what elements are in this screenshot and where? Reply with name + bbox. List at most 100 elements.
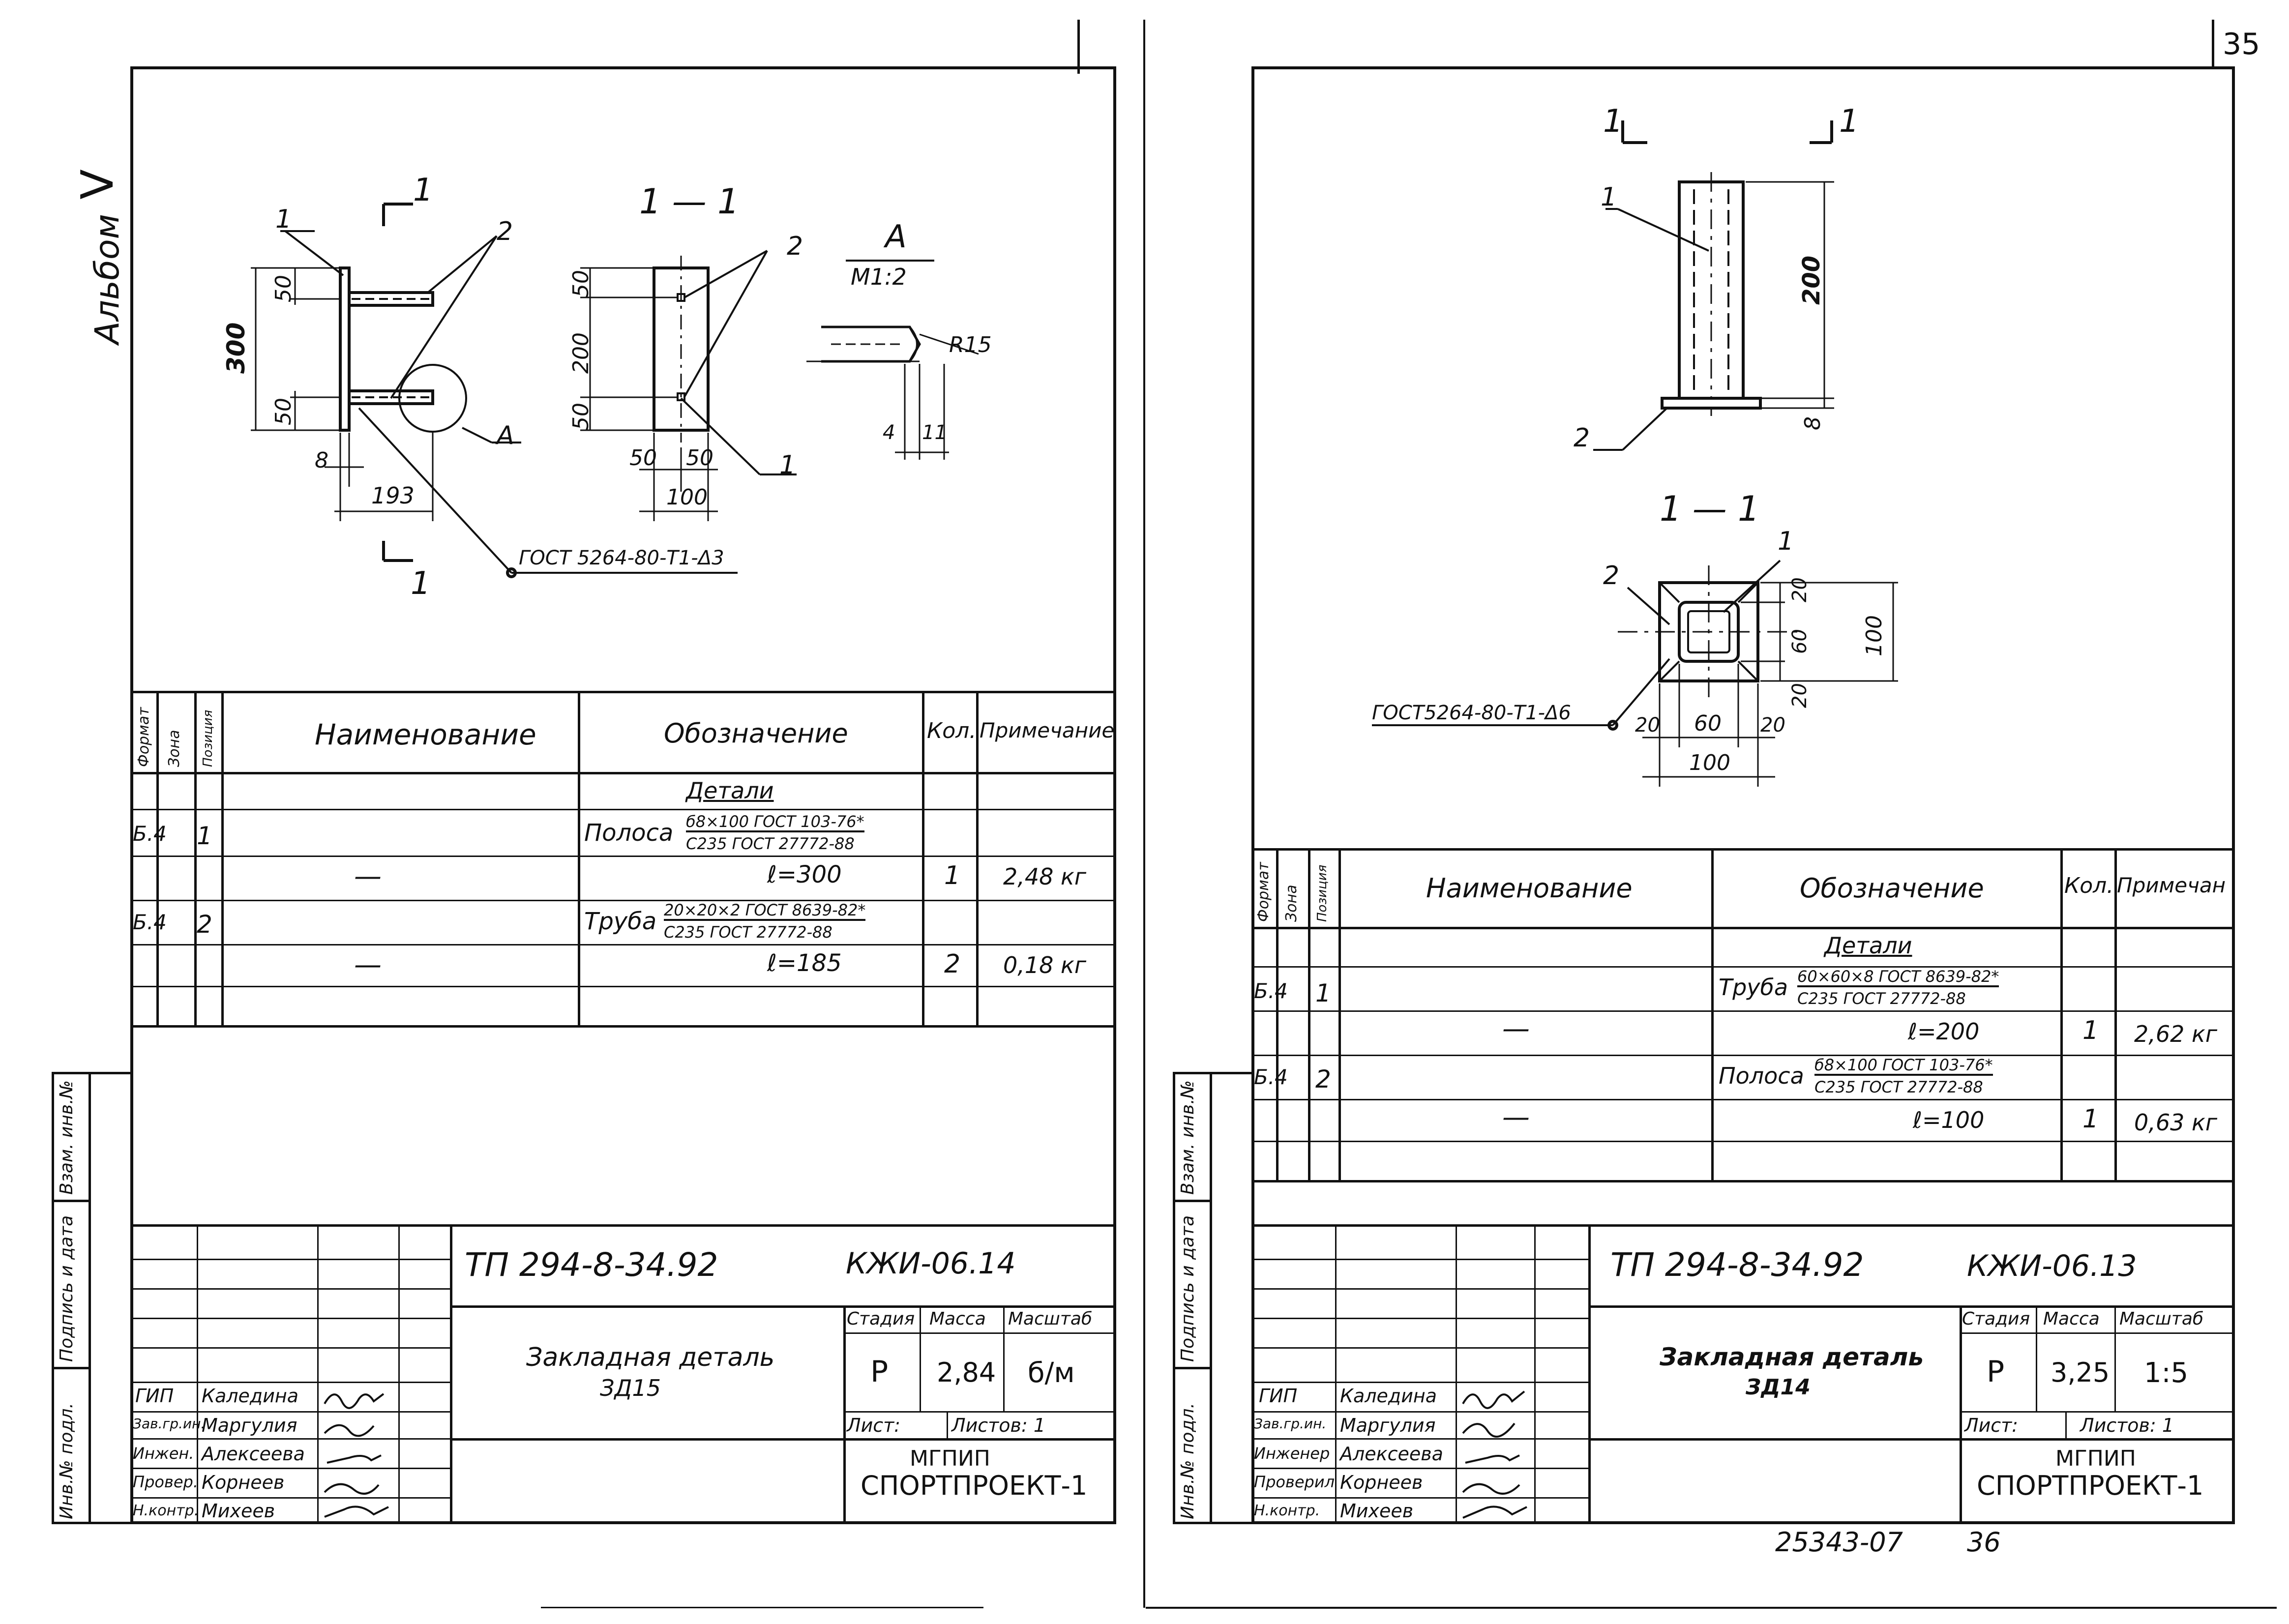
left-dim-8: 8 bbox=[315, 448, 328, 473]
left-tb-sheet-col bbox=[947, 1411, 948, 1438]
right-tb-row-main bbox=[1588, 1305, 2235, 1308]
right-row1-desig-label: Труба bbox=[1719, 974, 1788, 1001]
left-weld-note: ГОСТ 5264-80-Т1-Δ3 bbox=[519, 547, 724, 569]
right-drawing bbox=[1372, 120, 1898, 787]
right-tb-row bbox=[1251, 1318, 1588, 1319]
right-callout-2: 2 bbox=[1574, 423, 1590, 453]
right-tb-row bbox=[1251, 1468, 1588, 1469]
left-section-callout-1: 1 bbox=[779, 450, 796, 480]
left-tb-col bbox=[398, 1224, 400, 1524]
left-role-inzh: Инжен. bbox=[133, 1444, 194, 1463]
left-side-stamp bbox=[52, 1072, 133, 1524]
left-tb-stage-col bbox=[1003, 1305, 1005, 1411]
right-section-mark-right: 1 bbox=[1839, 103, 1859, 140]
right-project-code: ТП 294-8-34.92 bbox=[1610, 1246, 1864, 1284]
left-spec-top bbox=[130, 691, 1116, 693]
right-role-inzh: Инженер bbox=[1254, 1444, 1330, 1463]
left-role-prov: Провер. bbox=[133, 1473, 198, 1491]
right-stage-value: Р bbox=[1987, 1355, 2005, 1389]
left-section-details: Детали bbox=[686, 777, 774, 804]
right-row2-desig-value: ℓ=200 bbox=[1908, 1018, 1980, 1045]
right-mass-value: 3,25 bbox=[2051, 1357, 2110, 1388]
left-row3-desig-label: Труба bbox=[584, 908, 657, 935]
right-tb-sheet-col bbox=[2065, 1411, 2067, 1438]
right-row4-name: — bbox=[1502, 1101, 1530, 1133]
left-title-line2: ЗД15 bbox=[600, 1375, 661, 1401]
left-row2-note: 2,48 кг bbox=[1003, 863, 1086, 890]
left-sheet-frame bbox=[130, 66, 1116, 1524]
right-stage-label: Стадия bbox=[1962, 1309, 2030, 1329]
left-sec-dim-50-a: 50 bbox=[629, 445, 657, 471]
left-spec-header-bottom bbox=[130, 772, 1116, 774]
left-spec-bottom bbox=[130, 1025, 1116, 1028]
left-signature-gip bbox=[324, 1393, 385, 1409]
left-stamp-podpis: Подпись и дата bbox=[57, 1215, 77, 1362]
right-sheet-label: Лист: bbox=[1964, 1415, 2019, 1436]
binding-mark-left bbox=[1077, 20, 1080, 74]
right-mass-label: Масса bbox=[2043, 1309, 2100, 1329]
right-plan-dim-20-left: 20 bbox=[1635, 714, 1660, 737]
right-tb-row bbox=[1251, 1382, 1588, 1383]
right-row2-name: — bbox=[1502, 1013, 1530, 1045]
left-detail-title: А bbox=[885, 219, 907, 255]
left-signatures bbox=[324, 1393, 389, 1518]
right-signature-prov bbox=[1462, 1483, 1520, 1495]
right-tb-col bbox=[1456, 1224, 1457, 1524]
left-hdr-designation: Обозначение bbox=[664, 718, 848, 749]
left-spec-col bbox=[976, 691, 979, 1025]
right-row3-desig-label: Полоса bbox=[1719, 1063, 1804, 1089]
right-dim-8: 8 bbox=[1800, 416, 1825, 430]
right-name-gip: Каледина bbox=[1340, 1385, 1437, 1407]
right-sheets-label: Листов: 1 bbox=[2080, 1415, 2174, 1436]
left-callout-1: 1 bbox=[275, 205, 292, 234]
left-side-stamp-row bbox=[52, 1367, 91, 1369]
right-tb-stage-row bbox=[1960, 1332, 2235, 1334]
right-spec-row-line bbox=[1251, 1099, 2235, 1100]
left-tb-row bbox=[130, 1468, 450, 1469]
right-plan-dim-20-right: 20 bbox=[1760, 714, 1785, 737]
right-signature-inzh bbox=[1465, 1454, 1520, 1464]
right-tb-row bbox=[1251, 1438, 1588, 1440]
right-spec-row-line bbox=[1251, 1010, 2235, 1012]
right-spec-col bbox=[1276, 848, 1278, 1180]
right-spec-col bbox=[1308, 848, 1310, 1180]
left-section-title: 1 — 1 bbox=[639, 181, 740, 222]
left-tb-sheet-row bbox=[843, 1411, 1116, 1413]
right-tb-stage-col bbox=[2036, 1305, 2037, 1411]
right-tb-row bbox=[1251, 1288, 1588, 1290]
right-row3-desig-bottom: С235 ГОСТ 27772-88 bbox=[1814, 1078, 1983, 1096]
left-row3-desig-bottom: С235 ГОСТ 27772-88 bbox=[664, 923, 832, 942]
right-section-title: 1 — 1 bbox=[1660, 489, 1760, 529]
left-tb-row-main bbox=[450, 1438, 1116, 1441]
right-hdr-name: Наименование bbox=[1426, 873, 1633, 904]
right-side-stamp-divider bbox=[1210, 1072, 1212, 1524]
left-section-mark-top: 1 bbox=[413, 172, 433, 208]
right-tb-col-right bbox=[1960, 1305, 1962, 1524]
right-tb-row bbox=[1251, 1411, 1588, 1413]
right-title-line1: Закладная деталь bbox=[1660, 1343, 1924, 1371]
right-scale-value: 1:5 bbox=[2144, 1357, 2189, 1389]
left-side-stamp-divider bbox=[89, 1072, 91, 1524]
right-tb-stage-col bbox=[2114, 1305, 2116, 1411]
left-stamp-vzam: Взам. инв.№ bbox=[57, 1080, 77, 1195]
left-stage-value: Р bbox=[870, 1355, 889, 1389]
left-detail-r15: R15 bbox=[949, 332, 992, 357]
right-spec-row-line bbox=[1251, 1055, 2235, 1056]
left-section-callout-2: 2 bbox=[787, 232, 803, 261]
right-role-zav: Зав.гр.ин. bbox=[1254, 1416, 1327, 1432]
left-signature-prov bbox=[324, 1483, 380, 1495]
right-tb-col bbox=[1588, 1224, 1591, 1524]
right-spec-col bbox=[2114, 848, 2117, 1180]
left-row4-note: 0,18 кг bbox=[1003, 952, 1086, 978]
right-signature-nkontr bbox=[1462, 1506, 1527, 1519]
left-spec-row-line bbox=[130, 809, 1116, 810]
right-org-line2: СПОРТПРОЕКТ-1 bbox=[1977, 1470, 2204, 1501]
right-name-zav: Маргулия bbox=[1340, 1415, 1436, 1436]
right-spec-col bbox=[1338, 848, 1341, 1180]
right-hdr-note: Примечан bbox=[2117, 873, 2226, 897]
left-tb-row bbox=[130, 1438, 450, 1440]
left-spec-row-line bbox=[130, 900, 1116, 901]
left-row1-desig-top: б8×100 ГОСТ 103-76* bbox=[686, 814, 864, 832]
right-row1-desig-top: 60×60×8 ГОСТ 8639-82* bbox=[1797, 969, 1999, 987]
left-drawing-code: КЖИ-06.14 bbox=[846, 1246, 1016, 1281]
